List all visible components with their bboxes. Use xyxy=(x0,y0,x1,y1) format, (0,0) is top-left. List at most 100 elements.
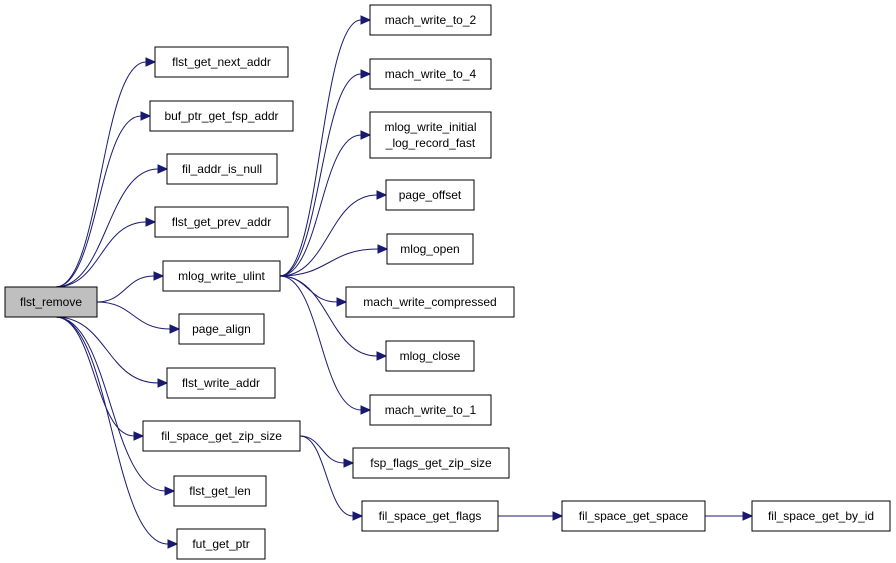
node-flst_get_prev_addr[interactable]: flst_get_prev_addr xyxy=(154,206,289,238)
arrowhead xyxy=(742,511,754,521)
node-box[interactable] xyxy=(149,100,294,132)
arrowhead xyxy=(336,297,348,307)
node-box[interactable] xyxy=(385,179,475,211)
edge-fil_space_get_zip_size-to-fil_space_get_flags xyxy=(299,435,364,521)
edge-flst_remove-to-fut_get_ptr xyxy=(55,316,179,549)
node-box[interactable] xyxy=(352,447,510,479)
node-box[interactable] xyxy=(166,153,278,185)
node-mach_write_to_4[interactable]: mach_write_to_4 xyxy=(369,58,492,90)
node-box[interactable] xyxy=(142,420,301,452)
node-box[interactable] xyxy=(4,286,98,318)
node-label: fil_space_get_by_id xyxy=(768,509,874,523)
node-fil_addr_is_null[interactable]: fil_addr_is_null xyxy=(166,153,278,185)
node-flst_get_next_addr[interactable]: flst_get_next_addr xyxy=(154,46,289,78)
edge-mlog_write_ulint-to-mach_write_to_4 xyxy=(279,69,372,277)
edge-line xyxy=(279,248,379,277)
edge-flst_remove-to-fil_space_get_zip_size xyxy=(55,316,145,441)
arrowhead xyxy=(376,351,388,361)
node-fil_space_get_space[interactable]: fil_space_get_space xyxy=(561,500,706,532)
arrowhead xyxy=(167,539,179,549)
node-label: fil_space_get_zip_size xyxy=(161,429,282,443)
node-box[interactable] xyxy=(178,313,265,345)
edge-line xyxy=(55,61,147,288)
node-mlog_open[interactable]: mlog_open xyxy=(386,233,474,265)
arrowhead xyxy=(377,244,389,254)
edge-line xyxy=(55,316,135,437)
node-box[interactable] xyxy=(386,233,474,265)
edge-line xyxy=(96,275,155,303)
node-label: mlog_write_initial xyxy=(384,120,476,134)
edge-mlog_write_ulint-to-mach_write_to_2 xyxy=(279,15,372,277)
arrowhead xyxy=(376,190,388,200)
node-box[interactable] xyxy=(176,528,266,560)
node-box[interactable] xyxy=(162,260,281,292)
call-graph-edges xyxy=(55,15,754,549)
node-flst_get_len[interactable]: flst_get_len xyxy=(173,475,267,507)
node-box[interactable] xyxy=(369,111,492,159)
node-label: mlog_close xyxy=(400,349,461,363)
node-box[interactable] xyxy=(385,340,475,372)
node-fil_space_get_flags[interactable]: fil_space_get_flags xyxy=(361,500,499,532)
edge-line xyxy=(279,134,362,277)
arrowhead xyxy=(360,130,372,140)
edge-line xyxy=(279,194,378,277)
node-flst_write_addr[interactable]: flst_write_addr xyxy=(166,367,276,399)
node-box[interactable] xyxy=(361,500,499,532)
edge-flst_remove-to-fil_addr_is_null xyxy=(55,164,169,288)
node-mlog_write_ulint[interactable]: mlog_write_ulint xyxy=(162,260,281,292)
node-mlog_write_initial_log_record_fast[interactable]: mlog_write_initial _log_record_fast xyxy=(369,111,492,159)
node-box[interactable] xyxy=(561,500,706,532)
edge-fil_space_get_space-to-fil_space_get_by_id xyxy=(704,511,754,521)
arrowhead xyxy=(157,164,169,174)
node-label: mach_write_compressed xyxy=(363,295,496,309)
node-flst_remove[interactable]: flst_remove xyxy=(4,286,98,318)
edge-line xyxy=(55,316,166,492)
node-mlog_close[interactable]: mlog_close xyxy=(385,340,475,372)
arrowhead xyxy=(157,378,169,388)
node-box[interactable] xyxy=(173,475,267,507)
node-box[interactable] xyxy=(369,58,492,90)
arrowhead xyxy=(343,458,355,468)
edge-line xyxy=(279,73,362,277)
edge-line xyxy=(96,301,171,330)
edge-line xyxy=(279,19,362,277)
edge-flst_remove-to-flst_get_len xyxy=(55,316,176,496)
node-mach_write_to_2[interactable]: mach_write_to_2 xyxy=(369,4,492,36)
arrowhead xyxy=(145,217,157,227)
node-fil_space_get_by_id[interactable]: fil_space_get_by_id xyxy=(751,500,891,532)
node-fil_space_get_zip_size[interactable]: fil_space_get_zip_size xyxy=(142,420,301,452)
node-fsp_flags_get_zip_size[interactable]: fsp_flags_get_zip_size xyxy=(352,447,510,479)
edge-flst_remove-to-flst_get_prev_addr xyxy=(55,217,157,288)
edge-mlog_write_ulint-to-mlog_open xyxy=(279,244,389,277)
node-buf_ptr_get_fsp_addr[interactable]: buf_ptr_get_fsp_addr xyxy=(149,100,294,132)
node-fut_get_ptr[interactable]: fut_get_ptr xyxy=(176,528,266,560)
edge-mlog_write_ulint-to-mach_write_to_1 xyxy=(279,275,372,415)
edge-flst_remove-to-buf_ptr_get_fsp_addr xyxy=(55,111,152,288)
node-box[interactable] xyxy=(369,4,492,36)
node-page_align[interactable]: page_align xyxy=(178,313,265,345)
edge-flst_remove-to-page_align xyxy=(96,301,181,334)
node-page_offset[interactable]: page_offset xyxy=(385,179,475,211)
node-label: mach_write_to_2 xyxy=(385,13,477,27)
node-box[interactable] xyxy=(345,286,515,318)
edge-line xyxy=(55,221,147,288)
node-box[interactable] xyxy=(166,367,276,399)
node-label: buf_ptr_get_fsp_addr xyxy=(164,109,278,123)
node-box[interactable] xyxy=(154,46,289,78)
node-label: fut_get_ptr xyxy=(192,537,249,551)
edge-fil_space_get_flags-to-fil_space_get_space xyxy=(497,511,564,521)
node-box[interactable] xyxy=(369,394,492,426)
edge-line xyxy=(299,435,354,517)
node-box[interactable] xyxy=(751,500,891,532)
arrowhead xyxy=(140,111,152,121)
node-label: page_align xyxy=(192,322,251,336)
node-mach_write_compressed[interactable]: mach_write_compressed xyxy=(345,286,515,318)
node-label: _log_record_fast xyxy=(385,136,476,150)
node-label: mlog_write_ulint xyxy=(178,269,265,283)
node-box[interactable] xyxy=(154,206,289,238)
node-mach_write_to_1[interactable]: mach_write_to_1 xyxy=(369,394,492,426)
node-label: flst_remove xyxy=(20,295,82,309)
arrowhead xyxy=(360,15,372,25)
edge-mlog_write_ulint-to-page_offset xyxy=(279,190,388,277)
